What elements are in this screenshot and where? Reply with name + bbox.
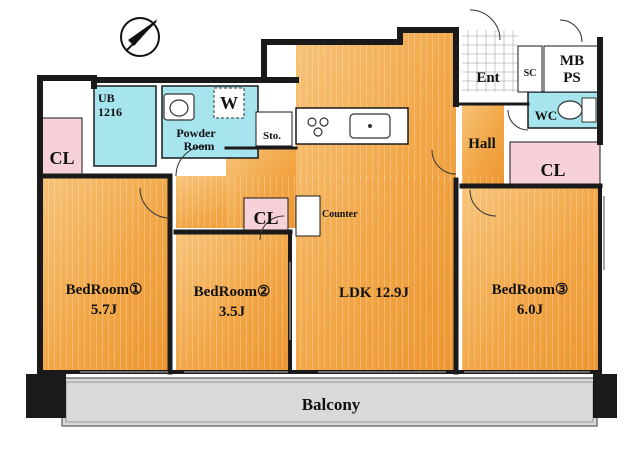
shoe-cabinet	[517, 45, 543, 93]
sink-icon	[349, 113, 391, 139]
powder-room-label-2: Room	[184, 139, 215, 153]
wc-label: WC	[535, 108, 557, 123]
powder-room-label-1: Powder	[176, 126, 216, 140]
column-right	[593, 374, 617, 418]
closet-left-label: CL	[49, 148, 74, 168]
bedroom2-size: 3.5J	[219, 304, 246, 320]
entrance-floor	[462, 30, 518, 92]
unit-bath-label-2: 1216	[98, 105, 122, 119]
counter-block	[295, 195, 321, 237]
bedroom1-name: BedRoom①	[66, 282, 143, 298]
closet-right	[509, 141, 601, 187]
mb-label: MB	[560, 53, 584, 69]
shoe-cabinet-label: SC	[524, 68, 537, 79]
toilet-icon	[557, 97, 597, 123]
balcony	[61, 377, 598, 427]
closet-left	[41, 117, 83, 175]
bedroom3-name: BedRoom③	[492, 282, 569, 298]
kitchen-counter	[295, 107, 409, 145]
stove-icon	[307, 117, 329, 137]
washer-label: W	[220, 93, 238, 113]
walls	[37, 27, 603, 375]
washbasin-icon	[163, 93, 195, 121]
bedroom2-name: BedRoom②	[194, 284, 271, 300]
mb-ps-box	[543, 45, 601, 93]
storage-area	[255, 111, 293, 147]
column-left	[26, 374, 66, 418]
closet-center-label: CL	[253, 208, 278, 228]
bedroom1-size: 5.7J	[91, 302, 118, 318]
door-swings	[139, 9, 583, 241]
ps-label: PS	[563, 70, 581, 86]
unit-bath-label-1: UB	[98, 91, 115, 105]
windows	[80, 196, 605, 373]
bedroom3-size: 6.0J	[517, 302, 544, 318]
counter-label: Counter	[322, 209, 358, 220]
washer-space	[213, 87, 245, 119]
balcony-label: Balcony	[302, 395, 361, 414]
ldk-label: LDK 12.9J	[339, 285, 410, 301]
closet-right-label: CL	[540, 160, 565, 180]
compass-icon	[120, 17, 160, 57]
entrance-label: Ent	[476, 70, 499, 86]
storage-label: Sto.	[263, 130, 281, 142]
hall-label: Hall	[468, 136, 496, 152]
unit-bath	[93, 85, 157, 167]
